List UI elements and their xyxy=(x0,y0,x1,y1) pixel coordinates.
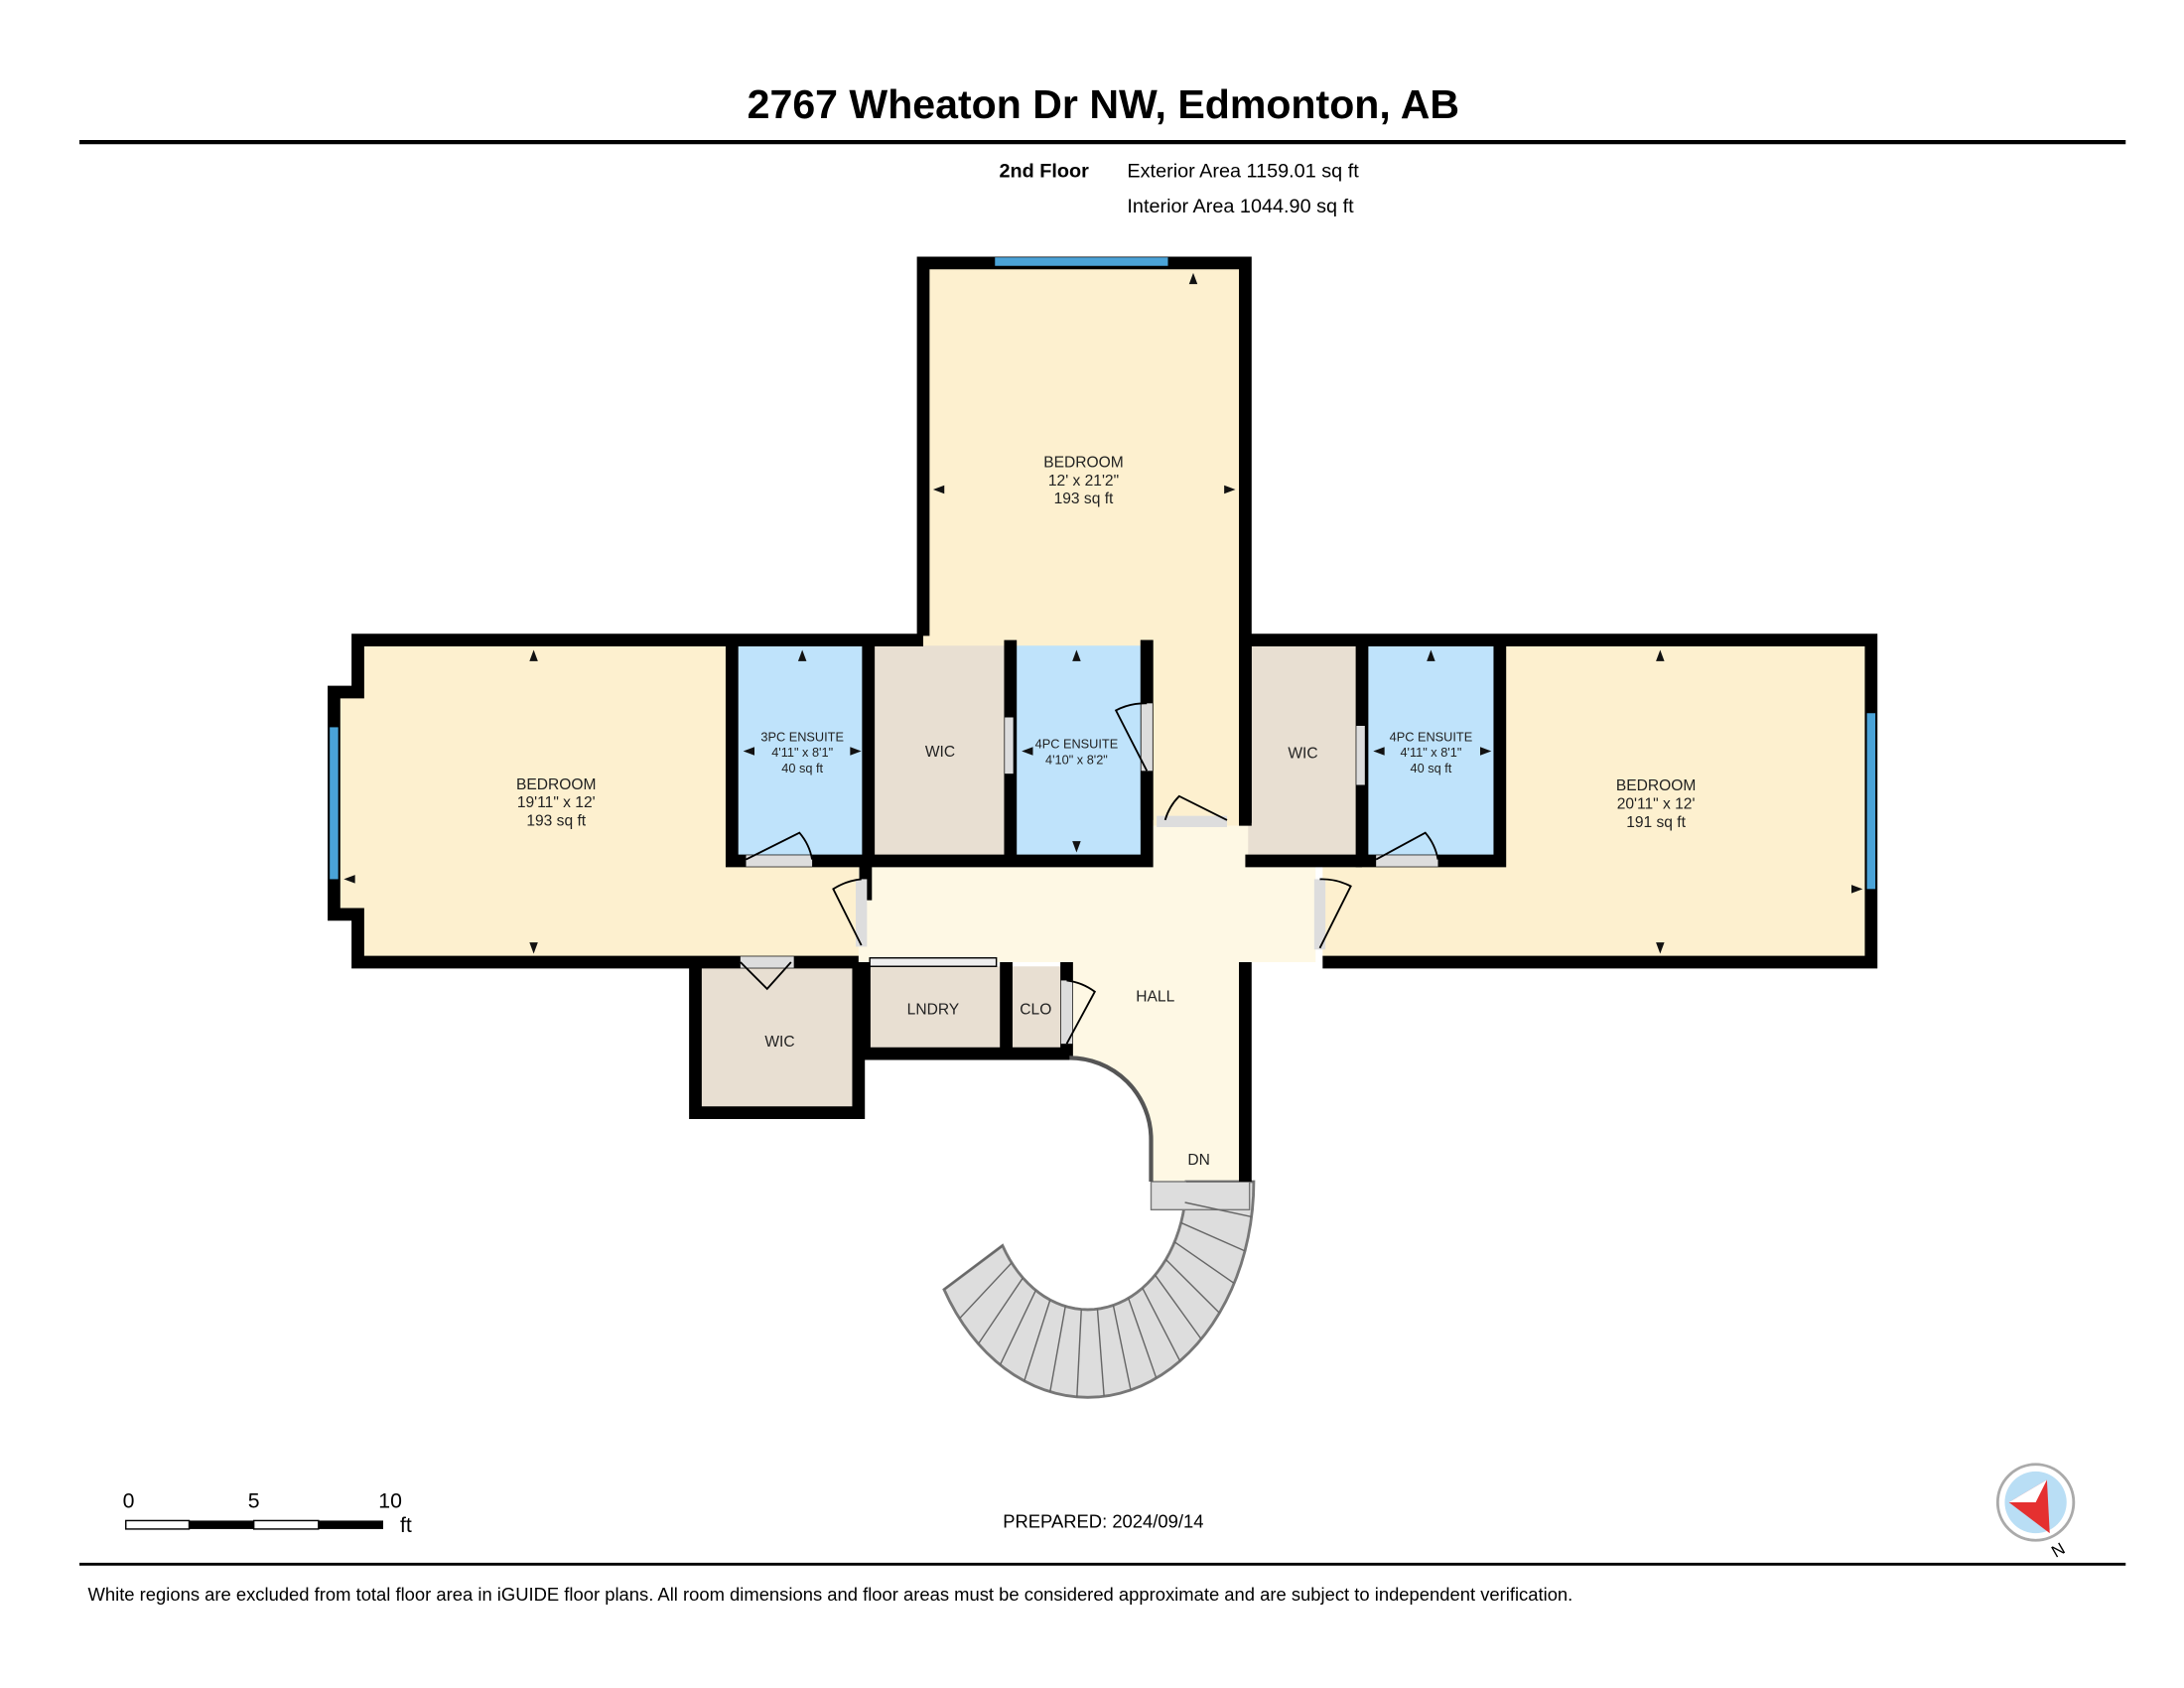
room-dims: 12' x 21'2" xyxy=(1048,473,1119,490)
room-laundry: LNDRY xyxy=(907,1001,960,1018)
room-dims: 4'10" x 8'2" xyxy=(1045,752,1108,767)
stair-tread xyxy=(1184,1201,1252,1218)
room-area: 40 sq ft xyxy=(781,761,823,775)
ensuite-3pc-fill xyxy=(738,645,868,857)
scale-label: 0 xyxy=(123,1489,135,1513)
bedroom-right-entry-fill xyxy=(1322,861,1506,962)
room-wic: WIC xyxy=(925,744,955,761)
room-bedroom-left: BEDROOM 19'11" x 12' 193 sq ft xyxy=(516,776,597,830)
room-area: 193 sq ft xyxy=(1054,491,1114,507)
stair-tread xyxy=(1112,1305,1132,1391)
stair-tread xyxy=(977,1277,1024,1344)
stair-tread xyxy=(999,1290,1037,1365)
room-name: BEDROOM xyxy=(1616,777,1696,794)
room-name: 4PC ENSUITE xyxy=(1390,730,1473,745)
scale-label: 5 xyxy=(248,1489,260,1513)
stair-tread xyxy=(1076,1309,1082,1397)
wic-center-left-fill xyxy=(874,645,1008,857)
room-dims: 20'11" x 12' xyxy=(1617,796,1696,813)
compass-north-label: N xyxy=(2048,1539,2068,1562)
room-4pc-ensuite-left: 4PC ENSUITE 4'10" x 8'2" xyxy=(1035,737,1119,768)
stair-tread xyxy=(1049,1306,1066,1392)
room-dims: 19'11" x 12' xyxy=(517,794,596,811)
prepared-date: PREPARED: 2024/09/14 xyxy=(1003,1511,1203,1532)
window xyxy=(1866,713,1876,890)
stairs-label: DN xyxy=(1187,1152,1210,1169)
room-area: 191 sq ft xyxy=(1626,814,1686,831)
room-4pc-ensuite-right: 4PC ENSUITE 4'11" x 8'1" 40 sq ft xyxy=(1390,730,1473,775)
closet-fill xyxy=(1009,966,1066,1052)
exterior-area: Exterior Area 1159.01 sq ft xyxy=(1127,161,1359,183)
stair-tread xyxy=(943,1244,1004,1291)
stair-tread xyxy=(1142,1287,1181,1362)
ensuite-4pc-left-fill xyxy=(1016,645,1143,857)
room-name: 3PC ENSUITE xyxy=(760,730,844,745)
room-dims: 4'11" x 8'1" xyxy=(1400,745,1461,760)
room-name: 4PC ENSUITE xyxy=(1035,737,1119,752)
stair-tread xyxy=(1180,1221,1246,1252)
doors xyxy=(740,702,1439,1045)
laundry-fill xyxy=(864,966,1004,1052)
interior-area: Interior Area 1044.90 sq ft xyxy=(1127,196,1354,217)
room-bedroom-right: BEDROOM 20'11" x 12' 191 sq ft xyxy=(1616,777,1696,831)
room-dims: 4'11" x 8'1" xyxy=(771,745,833,760)
stair-tread xyxy=(959,1262,1013,1320)
wic-bottom-fill xyxy=(695,966,859,1113)
room-name: BEDROOM xyxy=(516,776,597,793)
dimension-arrows xyxy=(343,272,1863,954)
room-area: 193 sq ft xyxy=(526,813,586,830)
hall-lower-fill xyxy=(1069,962,1246,1182)
compass-icon: N xyxy=(1995,1463,2076,1562)
scale-label: 10 xyxy=(378,1489,402,1513)
page-title: 2767 Wheaton Dr NW, Edmonton, AB xyxy=(748,81,1459,127)
room-fills xyxy=(334,262,1871,1182)
stair-tread xyxy=(1164,1258,1220,1314)
stair-tread xyxy=(1096,1309,1105,1397)
stair-tread xyxy=(1173,1241,1235,1285)
stair-tread xyxy=(1024,1299,1051,1381)
stair-tread xyxy=(1154,1274,1202,1340)
room-3pc-ensuite: 3PC ENSUITE 4'11" x 8'1" 40 sq ft xyxy=(760,730,844,775)
bedroom-right-fill xyxy=(1499,639,1871,962)
footer-disclaimer: White regions are excluded from total fl… xyxy=(87,1584,1572,1605)
room-bedroom-top: BEDROOM 12' x 21'2" 193 sq ft xyxy=(1043,454,1124,507)
ensuite-4pc-right-fill xyxy=(1367,645,1497,857)
room-name: BEDROOM xyxy=(1043,454,1124,471)
floor-label: 2nd Floor xyxy=(1000,161,1090,183)
window xyxy=(330,727,339,880)
stair-tread xyxy=(1128,1298,1158,1379)
stairs-outline xyxy=(942,1180,1256,1399)
spiral-stairs xyxy=(942,1180,1256,1399)
scale-bar: 0 5 10 ft xyxy=(123,1489,412,1537)
room-hall: HALL xyxy=(1136,989,1174,1006)
windows xyxy=(330,257,1876,890)
room-closet: CLO xyxy=(1020,1001,1051,1018)
room-wic: WIC xyxy=(764,1034,794,1051)
window xyxy=(995,257,1168,266)
wic-center-right-fill xyxy=(1248,645,1360,857)
scale-unit: ft xyxy=(400,1513,412,1537)
room-wic: WIC xyxy=(1288,746,1317,763)
room-area: 40 sq ft xyxy=(1411,761,1452,775)
